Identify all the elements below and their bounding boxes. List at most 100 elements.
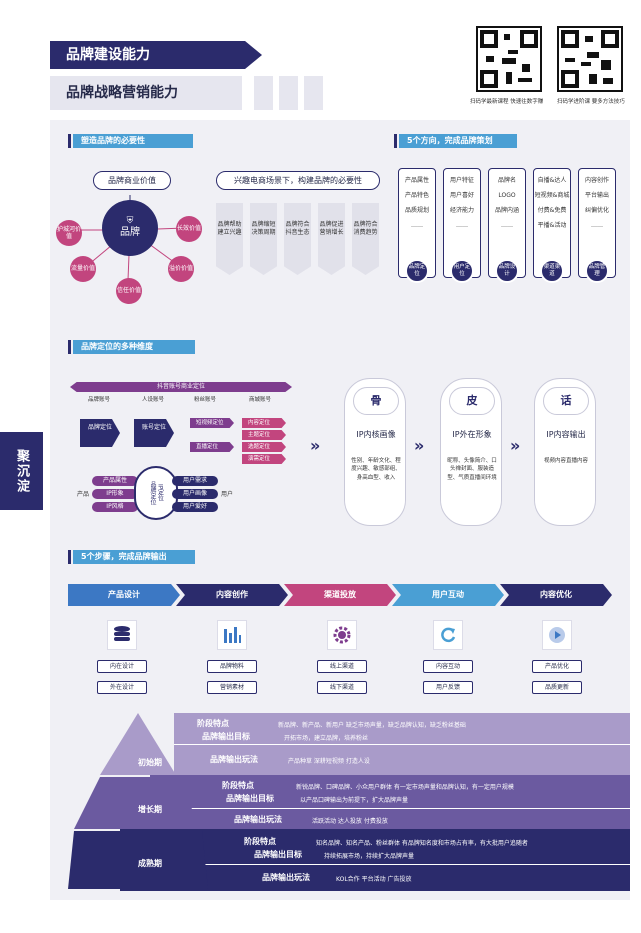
plan-column-label: 渠道渠道	[540, 259, 564, 283]
ring-left-tag: 产品	[76, 491, 89, 498]
account-banner: 抖音账号商业定位	[70, 382, 292, 392]
brand-center-label: 品牌	[120, 227, 140, 239]
feature-label: 阶段特点	[197, 719, 229, 728]
goal-text: 以产品口碑输出为前提下，扩大品牌声量	[300, 797, 409, 804]
feature-text: 新品牌、新产品、新用户 缺乏市场声量，缺乏品牌认知，缺乏粉丝基础	[278, 722, 466, 729]
ip-card-skin: 皮 IP外在形象 昵称、头像简介、口头禅封面、服装造型、气质直播间环境	[440, 378, 502, 526]
account-type: 商城账号	[248, 397, 271, 403]
step-sub-box: 线上渠道	[317, 660, 367, 673]
why-item: 品牌帮助建立兴趣	[216, 203, 243, 275]
value-circle: 护城河价值	[56, 220, 82, 246]
step-channel-placement: 渠道投放	[284, 584, 396, 606]
section-title: 5个步骤，完成品牌输出	[73, 550, 195, 564]
section-title: 品牌定位的多种维度	[73, 340, 195, 354]
plan-column-label: 用户定位	[450, 259, 474, 283]
brand-icon: ⛨	[126, 216, 134, 227]
why-title: 兴趣电商场景下，构建品牌的必要性	[216, 171, 380, 190]
why-item: 品牌符合消费趋势	[352, 203, 379, 275]
refresh-icon	[433, 620, 463, 650]
brand-center-circle: ⛨ 品牌	[102, 200, 158, 256]
goal-text: 持续拓展市场，持续扩大品牌声量	[324, 853, 415, 860]
goal-label: 品牌输出目标	[226, 794, 274, 803]
stage-label: 增长期	[138, 805, 162, 814]
plan-column-label: 品牌定位	[405, 259, 429, 283]
feature-text: 知名品牌、知名产品、粉丝群体 有品牌知名度和市场占有率，有大批用户追随者	[316, 840, 528, 847]
plan-column: 内容创作平台输出纠偏优化…… 品牌管理	[578, 168, 616, 283]
step-content-creation: 内容创作	[176, 584, 288, 606]
value-circle: 溢价价值	[168, 256, 194, 282]
ring-left-item: IP风格	[92, 502, 138, 512]
step-sub-box: 用户反馈	[423, 681, 473, 694]
feature-label: 阶段特点	[244, 837, 276, 846]
step-product-design: 产品设计	[68, 584, 180, 606]
play-label: 品牌输出玩法	[210, 755, 258, 764]
value-circle: 流量价值	[70, 256, 96, 282]
qr-caption: 扫码学最新课程 快速往数字赚	[470, 99, 544, 105]
play-text: 活跃活动 达人投放 付费投放	[312, 818, 388, 825]
stage-label: 成熟期	[138, 859, 162, 868]
section-marker	[68, 134, 71, 148]
step-user-interaction: 用户互动	[392, 584, 504, 606]
section-marker	[394, 134, 397, 148]
account-type: 粉丝账号	[193, 397, 216, 403]
goal-text: 开拓市场，建立品牌，培养粉丝	[284, 735, 369, 742]
step-sub-box: 外在设计	[97, 681, 147, 694]
live-position-chevron: 直播定位	[190, 442, 234, 452]
topic-position-chevron: 选题定位	[242, 442, 286, 452]
why-item: 品牌缩短决策周期	[250, 203, 277, 275]
double-chevron-icon: »	[310, 436, 321, 455]
goal-label: 品牌输出目标	[202, 732, 250, 741]
goal-label: 品牌输出目标	[254, 850, 302, 859]
step-content-optimize: 内容优化	[500, 584, 612, 606]
feature-label: 阶段特点	[222, 781, 254, 790]
stage-label: 初始期	[138, 758, 162, 767]
qr-code-image	[557, 26, 623, 92]
ring-left-item: IP形象	[92, 489, 138, 499]
ring-right-tag: 用户	[220, 491, 233, 498]
play-text: KOL合作 平台活动 广告投放	[336, 876, 412, 883]
theme-position-chevron: 主题定位	[242, 430, 286, 440]
step-sub-box: 内在设计	[97, 660, 147, 673]
bars-icon	[217, 620, 247, 650]
page-title-secondary: 品牌战略营销能力	[50, 76, 242, 110]
ring-left-item: 产品属性	[92, 476, 138, 486]
play-icon	[542, 620, 572, 650]
ip-card-speech: 话 IP内容输出 视频内容直播内容	[534, 378, 596, 526]
ring-right-item: 用户需求	[172, 476, 218, 486]
double-chevron-icon: »	[414, 436, 425, 455]
play-text: 产品种草 深耕短视频 打造人设	[288, 758, 370, 765]
content-position-chevron: 内容定位	[242, 418, 286, 428]
title-decor-block	[279, 76, 298, 110]
demand-position-chevron: 演需定位	[242, 454, 286, 464]
account-position-box: 账号定位	[134, 419, 174, 447]
play-label: 品牌输出玩法	[262, 873, 310, 882]
section-marker	[68, 340, 71, 354]
plan-column: 自播&达人短视频&商城付费&免费平播&活动 渠道渠道	[533, 168, 571, 283]
band-divider	[174, 744, 630, 745]
qr-code-image	[476, 26, 542, 92]
value-circle: 信任价值	[116, 278, 142, 304]
section-marker	[68, 550, 71, 564]
page-title-primary: 品牌建设能力	[50, 41, 262, 69]
pyramid	[68, 713, 208, 889]
value-title: 品牌商业价值	[93, 171, 171, 190]
account-type: 人设账号	[141, 397, 164, 403]
step-sub-box: 品牌物料	[207, 660, 257, 673]
account-type: 品牌账号	[87, 397, 110, 403]
section-title: 5个方向，完成品牌策划	[399, 134, 517, 148]
why-item: 品牌促进营销增长	[318, 203, 345, 275]
section-title: 塑造品牌的必要性	[73, 134, 193, 148]
ring-right-item: 用户爱好	[172, 502, 218, 512]
side-tab: 聚沉淀	[0, 432, 43, 510]
step-sub-box: 品质更新	[532, 681, 582, 694]
plan-column-label: 品牌管理	[585, 259, 609, 283]
step-sub-box: 营销素材	[207, 681, 257, 694]
video-position-chevron: 短视频定位	[190, 418, 234, 428]
why-item: 品牌符合抖音生态	[284, 203, 311, 275]
step-sub-box: 线下渠道	[317, 681, 367, 694]
step-sub-box: 内容互动	[423, 660, 473, 673]
band-divider	[120, 864, 630, 865]
qr-caption: 扫码学进阶课 要多方法技巧	[557, 99, 625, 105]
stage-band-growth	[150, 775, 630, 829]
